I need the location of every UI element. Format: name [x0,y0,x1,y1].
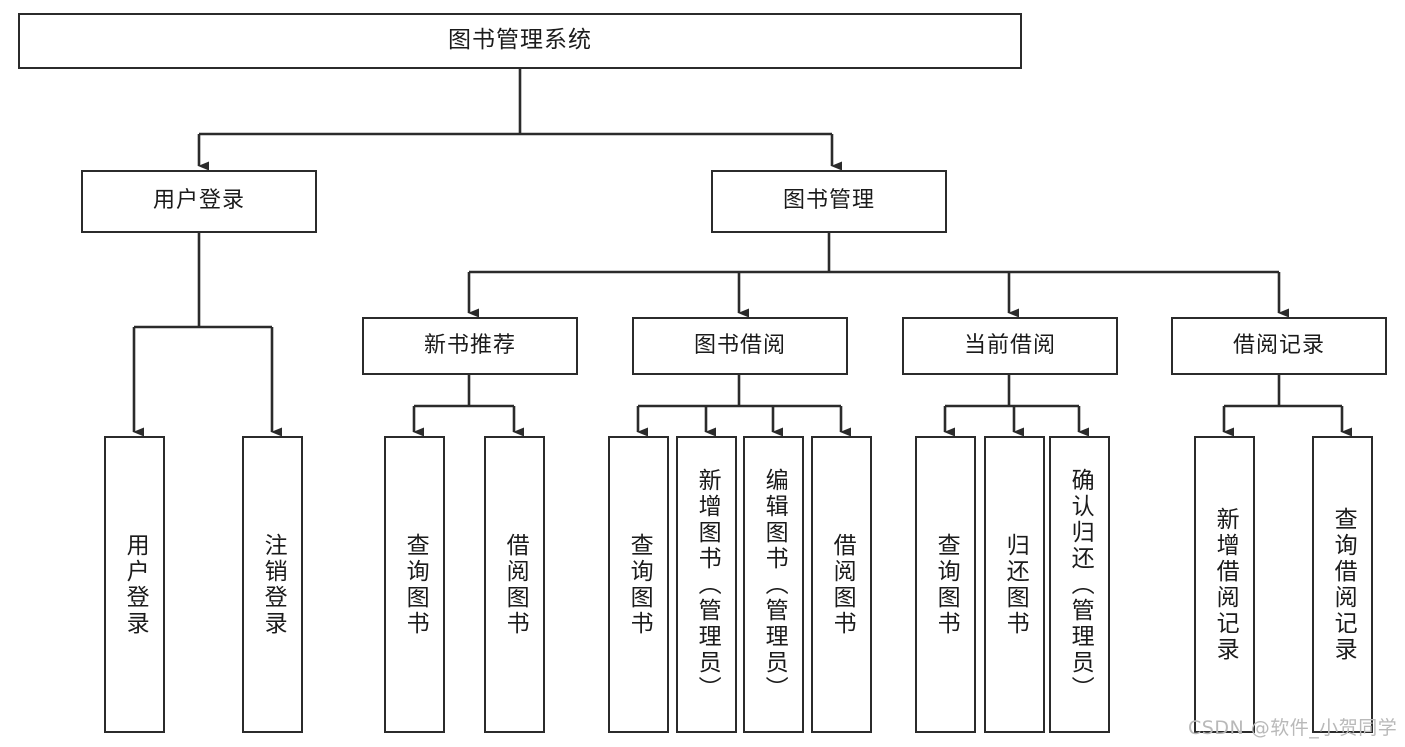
node-book-borrow[interactable]: 图书借阅 [632,317,848,375]
leaf-user-login-logout[interactable]: 注销登录 [242,436,303,733]
leaf-borrow-record-add[interactable]: 新增借阅记录 [1194,436,1255,733]
leaf-new-book-query[interactable]: 查询图书 [384,436,445,733]
node-borrow-record[interactable]: 借阅记录 [1171,317,1387,375]
leaf-book-borrow-query[interactable]: 查询图书 [608,436,669,733]
leaf-current-borrow-return[interactable]: 归还图书 [984,436,1045,733]
leaf-book-borrow-add[interactable]: 新增图书（管理员） [676,436,737,733]
node-current-borrow[interactable]: 当前借阅 [902,317,1118,375]
leaf-borrow-record-query[interactable]: 查询借阅记录 [1312,436,1373,733]
node-root[interactable]: 图书管理系统 [18,13,1022,69]
leaf-new-book-borrow[interactable]: 借阅图书 [484,436,545,733]
leaf-book-borrow-edit[interactable]: 编辑图书（管理员） [743,436,804,733]
node-new-book-recommend[interactable]: 新书推荐 [362,317,578,375]
leaf-current-borrow-confirm-return[interactable]: 确认归还（管理员） [1049,436,1110,733]
csdn-watermark: CSDN @软件_小贺同学 [1188,717,1398,739]
node-book-management[interactable]: 图书管理 [711,170,947,233]
leaf-user-login-login[interactable]: 用户登录 [104,436,165,733]
leaf-current-borrow-query[interactable]: 查询图书 [915,436,976,733]
leaf-book-borrow-lend[interactable]: 借阅图书 [811,436,872,733]
node-user-login[interactable]: 用户登录 [81,170,317,233]
